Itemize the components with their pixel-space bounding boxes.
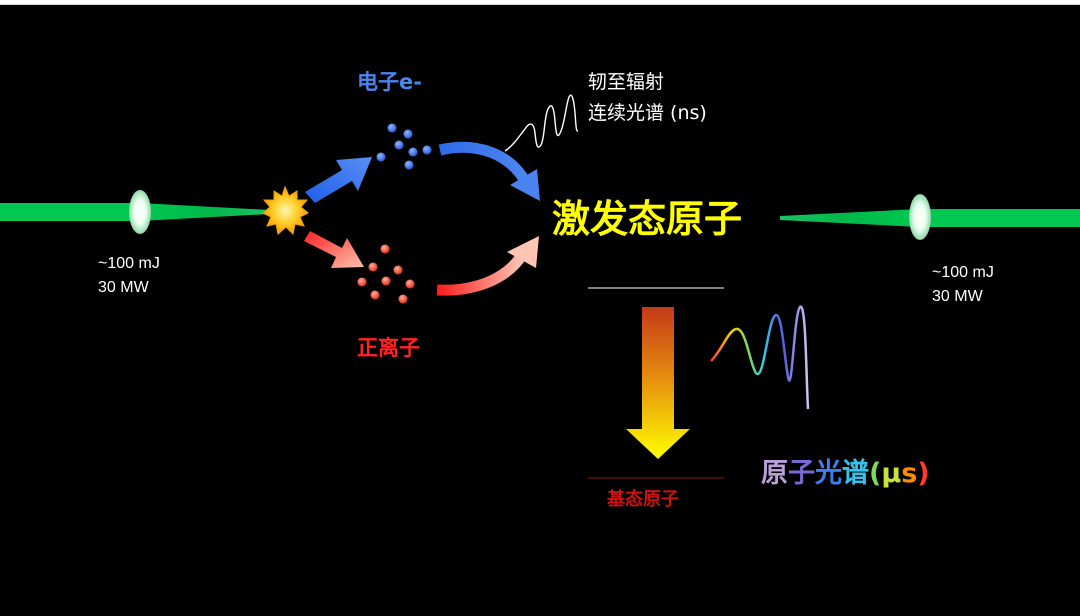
collimating-lens-right — [909, 194, 931, 240]
input-pulse-power: 30 MW — [98, 278, 149, 298]
electron-dot — [423, 146, 432, 155]
electron-emission-arrow — [305, 157, 372, 203]
atomic-spectrum-label: 原子光谱(μs) — [761, 457, 930, 491]
atomic-emission-wave-icon — [711, 307, 808, 409]
electron-dot — [395, 141, 404, 150]
atomic-spectrum-char: 谱 — [842, 458, 869, 489]
atomic-spectrum-char: s — [901, 458, 917, 489]
electron-cluster — [377, 124, 432, 170]
output-pulse-energy: ~100 mJ — [932, 263, 994, 283]
output-pulse-power: 30 MW — [932, 287, 983, 307]
atomic-spectrum-char: 光 — [815, 458, 842, 489]
ion-dot — [381, 245, 390, 254]
ion-dot — [394, 266, 403, 275]
ion-dot — [399, 295, 408, 304]
atomic-spectrum-char: 子 — [788, 458, 815, 489]
ion-dot — [382, 277, 391, 286]
electron-dot — [405, 161, 414, 170]
bremsstrahlung-wave-icon — [505, 95, 578, 151]
ion-dot — [369, 263, 378, 272]
atomic-spectrum-char: ) — [917, 458, 929, 489]
ion-dot — [406, 280, 415, 289]
ground-atom-label: 基态原子 — [607, 489, 679, 512]
ion-label: 正离子 — [357, 335, 420, 361]
plasma-burst-icon — [263, 187, 308, 234]
atomic-spectrum-char: μ — [881, 458, 901, 489]
input-pulse-energy: ~100 mJ — [98, 254, 160, 274]
electron-label: 电子e- — [357, 69, 422, 95]
ion-cluster — [358, 245, 415, 304]
electron-dot — [388, 124, 397, 133]
electron-dot — [409, 148, 418, 157]
diagram-slide: ~100 mJ 30 MW ~100 mJ 30 MW 电子e- 正离子 轫至辐… — [0, 4, 1080, 616]
excited-atom-label: 激发态原子 — [552, 196, 742, 244]
ion-dot — [358, 278, 367, 287]
emission-transition-arrow — [626, 307, 690, 459]
diagram-graphics — [0, 5, 1080, 616]
electron-recombination-arrow — [440, 147, 540, 201]
continuum-spectrum-label: 连续光谱 (ns) — [588, 102, 707, 126]
bremsstrahlung-title: 轫至辐射 — [588, 71, 664, 95]
ion-recombination-arrow — [437, 236, 539, 290]
atomic-spectrum-char: ( — [869, 458, 881, 489]
atomic-spectrum-char: 原 — [761, 458, 788, 489]
focusing-lens-left — [129, 190, 151, 234]
ion-dot — [371, 291, 380, 300]
electron-dot — [404, 130, 413, 139]
ion-emission-arrow — [304, 231, 364, 268]
electron-dot — [377, 153, 386, 162]
